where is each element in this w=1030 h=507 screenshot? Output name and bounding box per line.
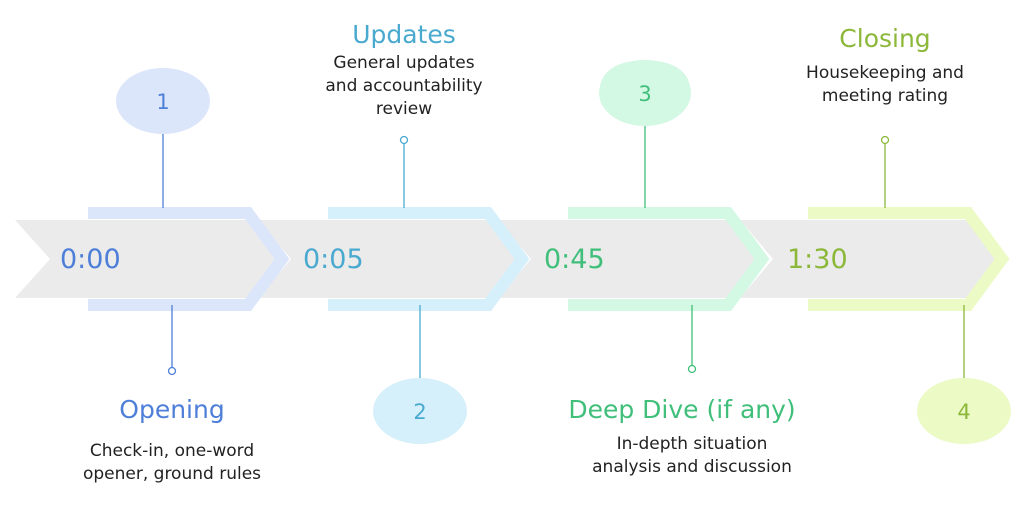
stage-title-3: Deep Dive (if any) <box>568 395 796 424</box>
timeline-band <box>258 220 523 298</box>
stage-title-2: Updates <box>352 20 456 49</box>
timeline-band <box>498 220 765 298</box>
time-label-stage-2: 0:05 <box>303 244 364 275</box>
stage-description-2-line: General updates <box>333 53 475 73</box>
stage-description-3-line: analysis and discussion <box>592 457 792 477</box>
connector-dot-stage-1 <box>167 366 177 376</box>
stage-description-2-line: and accountability <box>325 76 483 96</box>
chevron-stage-2 <box>328 207 530 311</box>
connector-dot-stage-3 <box>687 364 697 374</box>
stage-description-4-line: meeting rating <box>821 86 949 106</box>
number-badge-stage-3-outline <box>600 59 690 87</box>
stage-description-3-line: In-depth situation <box>616 434 768 454</box>
stage-description-4: Housekeeping and meeting rating <box>775 62 995 108</box>
connector-dot-stage-4 <box>880 135 890 145</box>
time-label-stage-3: 0:45 <box>544 244 605 275</box>
stage-description-1-line: Check-in, one-word <box>89 441 255 461</box>
number-label-stage-3: 3 <box>638 82 651 106</box>
number-label-stage-2: 2 <box>413 400 426 424</box>
timeline-band <box>740 220 1005 298</box>
number-badge-stage-1 <box>116 68 210 134</box>
number-badge-stage-4 <box>917 378 1011 444</box>
timeline-band <box>15 220 283 298</box>
chevron-stage-4 <box>808 207 1010 311</box>
stage-description-3: In-depth situation analysis and discussi… <box>572 433 812 479</box>
time-label-stage-4: 1:30 <box>787 244 848 275</box>
stage-title-1: Opening <box>119 395 225 424</box>
stage-description-1: Check-in, one-word opener, ground rules <box>62 440 282 486</box>
connector-dot-stage-2 <box>399 135 409 145</box>
stage-description-4-line: Housekeeping and <box>806 63 964 83</box>
chevron-stage-3 <box>568 207 770 311</box>
chevron-stage-1 <box>88 207 290 311</box>
number-badge-stage-3 <box>599 60 691 126</box>
number-label-stage-4: 4 <box>957 400 970 424</box>
stage-title-4: Closing <box>839 24 931 53</box>
number-badge-stage-2 <box>373 378 467 444</box>
stage-description-2: General updates and accountability revie… <box>294 52 514 121</box>
stage-description-2-line: review <box>375 99 433 119</box>
number-label-stage-1: 1 <box>156 90 169 114</box>
stage-description-1-line: opener, ground rules <box>82 464 262 484</box>
time-label-stage-1: 0:00 <box>60 244 121 275</box>
